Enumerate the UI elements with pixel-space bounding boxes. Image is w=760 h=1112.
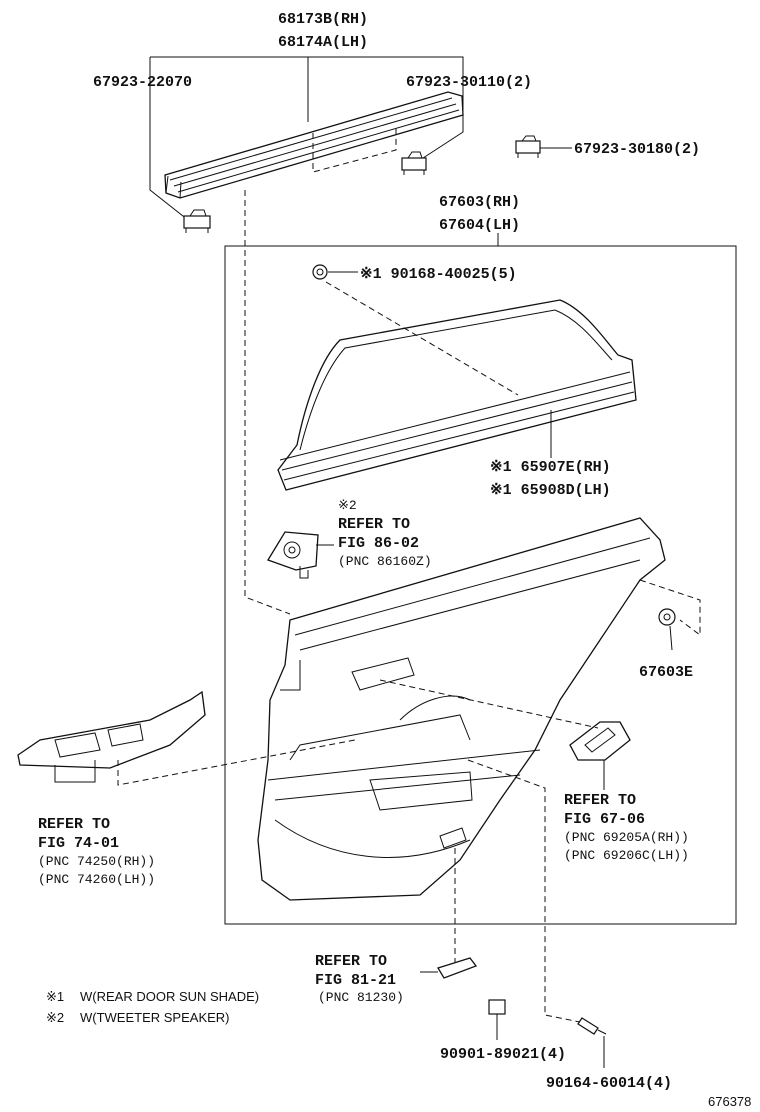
label-90164: 90164-60014(4) [546, 1075, 672, 1092]
label-90168: ※1 90168-40025(5) [360, 266, 517, 283]
label-67923-30180: 67923-30180(2) [574, 141, 700, 158]
dash-moulding-clips [312, 128, 397, 173]
note-2-mark: ※2 [46, 1010, 64, 1025]
ref-handle-pnc2: (PNC 69206C(LH)) [564, 848, 689, 863]
ref-tweeter-pnc: (PNC 86160Z) [338, 554, 432, 569]
clip-67923-30110 [401, 151, 427, 175]
inside-handle [569, 721, 631, 790]
screw-90164 [577, 1017, 607, 1068]
svg-text:68173B(RH): 68173B(RH) [278, 11, 368, 28]
ref-switch-pnc2: (PNC 74260(LH)) [38, 872, 155, 887]
dash-67603e [639, 579, 701, 636]
label-65907e: ※1 65907E(RH) [490, 459, 611, 476]
dash-screw-shade [325, 281, 519, 396]
note-1-text: W(REAR DOOR SUN SHADE) [80, 989, 259, 1004]
clip-67923-22070 [183, 209, 211, 233]
dash-screw-90164 [467, 759, 581, 1023]
ref-tweeter-mark: ※2 [338, 498, 357, 513]
clip-67923-30180 [515, 135, 572, 158]
ref-handle-pnc1: (PNC 69205A(RH)) [564, 830, 689, 845]
dash-moulding-to-trim [244, 190, 291, 615]
figure-id: 676378 [708, 1094, 751, 1109]
clip-67603e [658, 608, 676, 651]
dash-switch-base [117, 739, 356, 786]
ref-lamp-line2: FIG 81-21 [315, 972, 396, 989]
assembly-frame [224, 245, 737, 925]
ref-tweeter-line1: REFER TO [338, 516, 410, 533]
armrest-switch-base [17, 690, 206, 783]
note-1-mark: ※1 [46, 989, 64, 1004]
label-68174a: 68174A(LH) [278, 34, 368, 51]
svg-text:68174A(LH): 68174A(LH) [278, 34, 368, 51]
label-67923-22070: 67923-22070 [93, 74, 192, 91]
courtesy-lamp [420, 957, 478, 979]
ref-lamp-pnc: (PNC 81230) [318, 990, 404, 1005]
ref-switch-pnc1: (PNC 74250(RH)) [38, 854, 155, 869]
label-68173b: 68173B(RH) [278, 11, 368, 28]
label-67603e: 67603E [639, 664, 693, 681]
note-2-text: W(TWEETER SPEAKER) [80, 1010, 230, 1025]
label-67603: 67603(RH) [439, 194, 520, 211]
screw-90168 [312, 264, 358, 280]
label-90901: 90901-89021(4) [440, 1046, 566, 1063]
label-65908d: ※1 65908D(LH) [490, 482, 611, 499]
leader-30110 [419, 95, 464, 161]
dash-handle [379, 679, 599, 729]
ref-lamp-line1: REFER TO [315, 953, 387, 970]
clip-90901 [488, 999, 506, 1040]
tweeter-speaker [267, 531, 334, 579]
sun-shade [277, 299, 637, 491]
ref-tweeter-line2: FIG 86-02 [338, 535, 419, 552]
ref-switch-line1: REFER TO [38, 816, 110, 833]
door-trim-panel [257, 517, 666, 901]
label-67923-30110: 67923-30110(2) [406, 74, 532, 91]
ref-handle-line1: REFER TO [564, 792, 636, 809]
belt-moulding [164, 91, 464, 199]
ref-switch-line2: FIG 74-01 [38, 835, 119, 852]
label-67604: 67604(LH) [439, 217, 520, 234]
ref-handle-line2: FIG 67-06 [564, 811, 645, 828]
